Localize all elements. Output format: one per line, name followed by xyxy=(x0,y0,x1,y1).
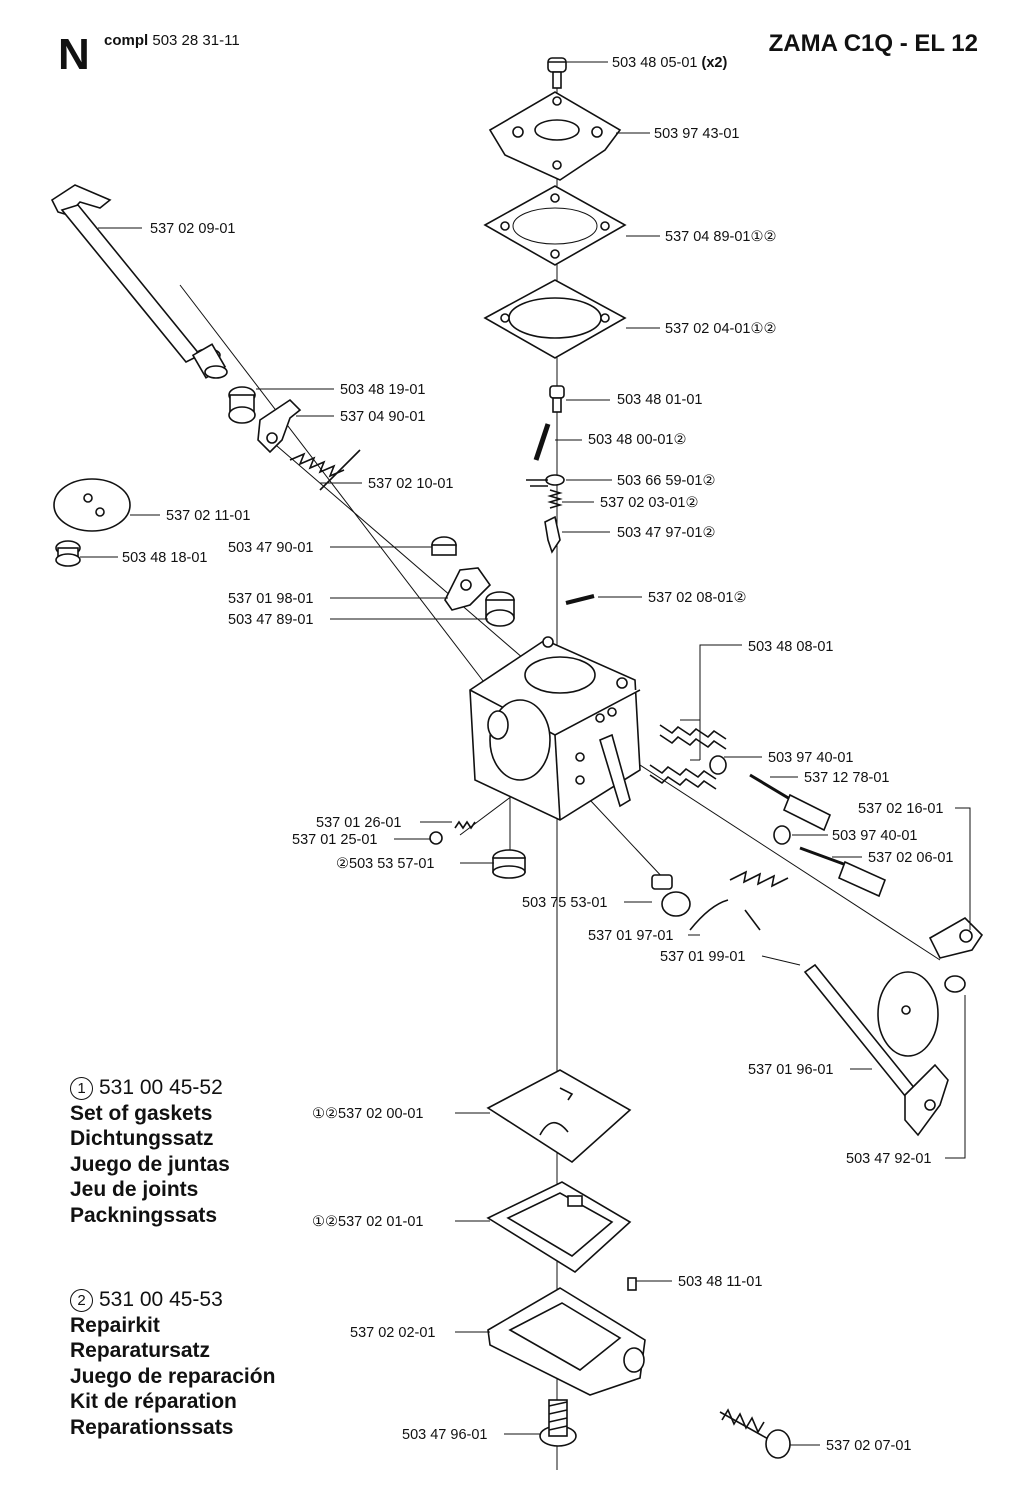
kit-legend-gaskets: 1 531 00 45-52 Set of gaskets Dichtungssa… xyxy=(70,1075,230,1228)
label-throttle-lever: 537 04 90-01 xyxy=(340,409,425,425)
label-pin: 503 48 00-01② xyxy=(588,432,686,448)
label-cover-screw: 503 47 96-01 xyxy=(402,1427,487,1443)
kit-marker: 1 xyxy=(70,1077,93,1100)
metering-diaphragm-drawing xyxy=(486,1069,632,1164)
label-throttle-plate: 537 02 11-01 xyxy=(166,508,250,524)
needle-springs-drawing xyxy=(649,644,742,790)
label-metering-lever: 503 66 59-01② xyxy=(617,473,715,489)
cam-group-drawing xyxy=(431,536,515,627)
label-gasket-strip: 537 02 08-01② xyxy=(648,590,746,606)
page-title: ZAMA C1Q - EL 12 xyxy=(768,30,978,57)
label-washer-2: 503 97 40-01 xyxy=(832,828,917,844)
kit-line: Kit de réparation xyxy=(70,1390,237,1413)
label-metering-cover: 537 02 02-01 xyxy=(350,1325,435,1341)
throttle-shaft-drawing xyxy=(50,184,228,379)
label-choke-shaft: 537 01 96-01 xyxy=(748,1062,833,1078)
kit-marker: 2 xyxy=(70,1289,93,1312)
kit-number: 531 00 45-53 xyxy=(99,1288,223,1311)
label-limiter-cap: 537 02 16-01 xyxy=(858,801,943,817)
label-pump-cover: 503 97 43-01 xyxy=(654,126,739,142)
kit-line: Juego de juntas xyxy=(70,1152,230,1176)
label-check-ball: 537 01 25-01 xyxy=(292,832,377,848)
label-lever-spring: 537 02 03-01② xyxy=(600,495,698,511)
pump-cover-drawing xyxy=(488,91,622,181)
label-metering-diaphragm: ①②537 02 00-01 xyxy=(312,1106,423,1122)
metering-cover-drawing xyxy=(487,1277,791,1459)
complete-assembly-number: compl 503 28 31-11 xyxy=(104,32,240,49)
label-bushing: 503 48 19-01 xyxy=(340,382,425,398)
kit-line: Juego de reparación xyxy=(70,1364,276,1388)
throttle-lever-group xyxy=(228,386,361,491)
compl-prefix: compl xyxy=(104,32,149,49)
idle-screw-drawing xyxy=(651,870,789,931)
label-cam-bushing: 503 47 89-01 xyxy=(228,612,313,628)
check-valve-drawing xyxy=(429,820,526,879)
kit-number: 531 00 45-52 xyxy=(99,1076,223,1099)
label-plug: 503 48 11-01 xyxy=(678,1274,762,1290)
label-idle-spring: 537 01 97-01 xyxy=(588,928,673,944)
section-letter: N xyxy=(58,30,90,79)
choke-shaft-drawing xyxy=(803,963,966,1159)
kit-line: Packningssats xyxy=(70,1203,218,1227)
label-screw-top: 503 48 05-01 (x2) xyxy=(612,55,727,71)
compl-number: 503 28 31-11 xyxy=(152,32,240,49)
metering-gasket-drawing xyxy=(486,1181,632,1273)
label-return-spring: 537 02 10-01 xyxy=(368,476,453,492)
kit-line: Reparationssats xyxy=(70,1415,234,1439)
label-high-needle: 537 12 78-01 xyxy=(804,770,889,786)
label-cam: 537 01 98-01 xyxy=(228,591,313,607)
label-needle-springs: 503 48 08-01 xyxy=(748,639,833,655)
label-check-spring: 537 01 26-01 xyxy=(316,815,401,831)
label-idle-screw: 503 75 53-01 xyxy=(522,895,607,911)
kit-line: Dichtungssatz xyxy=(70,1127,214,1150)
label-cover-screw-2: 537 02 07-01 xyxy=(826,1438,911,1454)
label-filter-screen: ②503 53 57-01 xyxy=(336,856,434,872)
label-washer-1: 503 97 40-01 xyxy=(768,750,853,766)
kit-number-row: 1 531 00 45-52 xyxy=(70,1075,230,1101)
label-low-needle: 537 02 06-01 xyxy=(868,850,953,866)
label-throttle-shaft: 537 02 09-01 xyxy=(150,221,235,237)
carburetor-body-drawing xyxy=(469,636,641,821)
kit-line: Jeu de joints xyxy=(70,1178,199,1201)
label-choke-spring: 537 01 99-01 xyxy=(660,949,745,965)
label-pump-diaphragm: 537 04 89-01①② xyxy=(665,229,776,245)
label-pump-gasket: 537 02 04-01①② xyxy=(665,321,776,337)
pump-diaphragm-drawing xyxy=(483,185,627,266)
label-inlet-needle: 503 47 97-01② xyxy=(617,525,715,541)
kit-line: Set of gaskets xyxy=(70,1101,213,1125)
label-metering-gasket: ①②537 02 01-01 xyxy=(312,1214,423,1230)
adjusting-needles-drawing xyxy=(709,755,984,959)
label-lever-screw: 503 48 01-01 xyxy=(617,392,702,408)
pump-gasket-drawing xyxy=(483,279,627,359)
part-labels: 503 48 05-01 (x2) 503 97 43-01 537 04 89… xyxy=(122,55,953,1454)
metering-small-parts xyxy=(526,385,595,605)
kit-legend-repair: 2 531 00 45-53 Repairkit Reparatursatz Ju… xyxy=(70,1287,275,1440)
label-cam-screw: 503 47 90-01 xyxy=(228,540,313,556)
label-plate-screw: 503 48 18-01 xyxy=(122,550,207,566)
kit-number-row: 2 531 00 45-53 xyxy=(70,1287,275,1313)
throttle-plate-drawing xyxy=(53,478,131,567)
label-choke-plate-screw: 503 47 92-01 xyxy=(846,1151,931,1167)
kit-line: Repairkit xyxy=(70,1313,160,1337)
leader-lines xyxy=(80,61,872,1446)
top-screw-drawing xyxy=(547,57,567,89)
kit-line: Reparatursatz xyxy=(70,1339,211,1362)
